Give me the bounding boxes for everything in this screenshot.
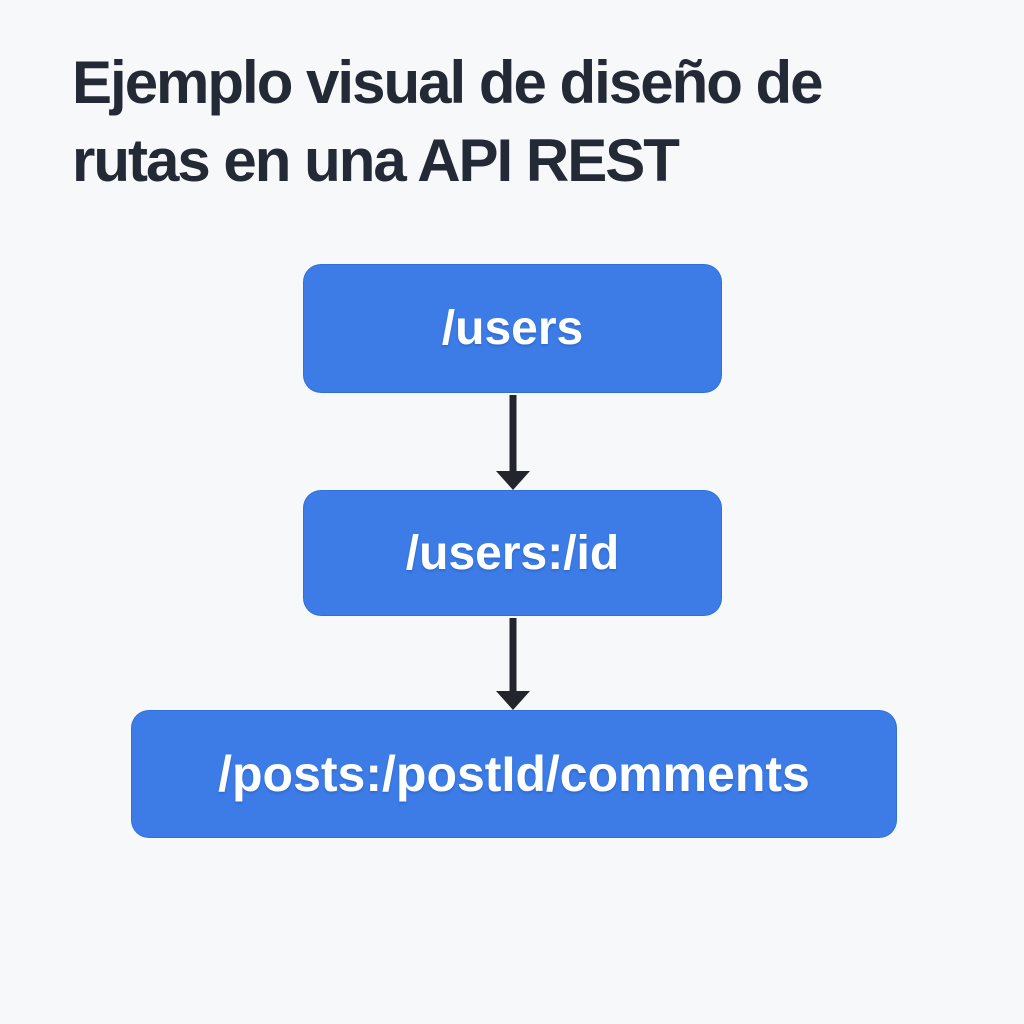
arrow-down-icon [496, 618, 530, 710]
arrow-shaft [509, 618, 517, 693]
page-title: Ejemplo visual de diseño de rutas en una… [72, 44, 952, 200]
node-users: /users [303, 264, 722, 393]
page-title-line-1: Ejemplo visual de diseño de [72, 49, 824, 116]
node-posts-comments: /posts:/postId/comments [131, 710, 897, 838]
page-title-line-2: rutas en una API REST [72, 127, 680, 194]
arrow-down-icon [496, 395, 530, 490]
arrow-shaft [509, 395, 517, 473]
node-users-label: /users [441, 302, 584, 355]
node-users-id-label: /users:/id [405, 526, 620, 580]
node-posts-comments-label: /posts:/postId/comments [218, 746, 810, 802]
arrow-head [496, 471, 530, 490]
arrow-head [496, 691, 530, 710]
node-users-id: /users:/id [303, 490, 722, 616]
